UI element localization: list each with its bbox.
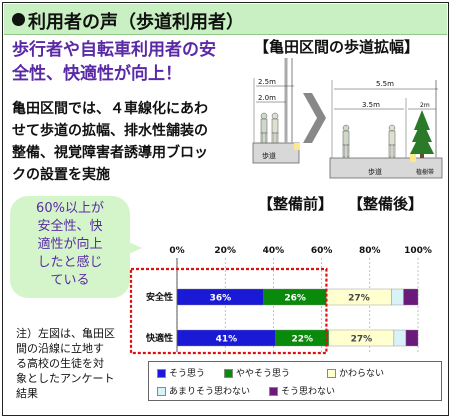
after-road-label: 歩道 [368, 167, 382, 176]
legend-item: ややそう思う [224, 366, 290, 379]
note-line4: 象としたアンケート [16, 372, 115, 385]
before-sidewalk-block [252, 142, 300, 164]
data-label: 26% [284, 294, 306, 304]
x-tick-label: 80% [359, 246, 381, 256]
before-label: 【整備前】 [258, 195, 334, 213]
after-planting-label: 植樹帯 [416, 168, 434, 176]
after-width-planting: 2m [420, 102, 430, 109]
before-curb-marker [294, 143, 300, 150]
legend-item: あまりそう思わない [157, 384, 250, 397]
legend-label: ややそう思う [236, 369, 291, 379]
legend-label: そう思わない [281, 387, 336, 397]
callout-tail [120, 238, 142, 258]
after-curb-marker [410, 154, 416, 162]
callout-line3: 適性が向上 [37, 237, 103, 252]
bar-segment [391, 288, 404, 306]
header-bar: 利用者の声（歩道利用者） [4, 4, 447, 35]
footnote: 注）左図は、亀田区 間の沿線に立地す る高校の生徒を対 象としたアンケート 結果 [16, 326, 142, 401]
callout-line1: 60%以上が [36, 201, 104, 216]
headline: 歩行者や自転車利用者の安 全性、快適性が向上！ [12, 38, 262, 86]
callout-line2: 安全性、快 [37, 219, 103, 234]
callout-line4: したと感じ [37, 255, 103, 270]
sidewalk-diagram: 歩道 2.5m 2.0m 歩道 植樹帯 5. [252, 58, 443, 179]
after-width-total: 5.5m [376, 80, 394, 88]
arrow-icon [303, 93, 326, 143]
diagram-title: 【亀田区間の歩道拡幅】 [254, 38, 420, 56]
data-label: 41% [216, 335, 238, 345]
pedestrian-figure [260, 112, 268, 144]
x-tick-label: 100% [404, 246, 432, 256]
body-line4: クの設置を実施 [12, 167, 110, 183]
after-sidewalk-block [329, 157, 443, 179]
data-label: 36% [210, 294, 232, 304]
legend-swatch [327, 369, 336, 378]
legend-item: そう思わない [269, 384, 335, 397]
before-width-inner: 2.0m [258, 94, 276, 102]
headline-line1: 歩行者や自転車利用者の安 [12, 40, 216, 60]
legend-label: そう思う [169, 369, 206, 379]
body-text: 亀田区間では、４車線化にあわ せて歩道の拡幅、排水性舗装の 整備、視覚障害者誘導… [12, 98, 252, 186]
callout-line5: ている [50, 273, 90, 288]
legend-label: あまりそう思わない [169, 387, 251, 397]
legend-swatch [269, 387, 278, 396]
bar-segment [405, 329, 419, 347]
tree-icon [410, 110, 434, 158]
data-label: 27% [348, 294, 370, 304]
x-tick-label: 60% [311, 246, 333, 256]
x-tick-label: 0% [169, 246, 184, 256]
note-line2: 間の沿線に立地す [16, 342, 104, 355]
body-line3: 整備、視覚障害者誘導用ブロッ [12, 145, 208, 161]
pedestrian-figure [388, 124, 396, 158]
body-line1: 亀田区間では、４車線化にあわ [12, 101, 208, 117]
bar-segment [393, 329, 407, 347]
x-tick-label: 40% [263, 246, 285, 256]
legend-swatch [157, 369, 166, 378]
category-label: 快適性 [146, 332, 173, 344]
survey-bar-chart: 0% 20% 40% 60% 80% 100% 安全性 36% 26% 27% 快適性 41% 22% 2… [129, 246, 432, 355]
pedestrian-figure [342, 124, 350, 158]
data-label: 27% [351, 335, 373, 345]
legend-swatch [224, 369, 233, 378]
note-line3: る高校の生徒を対 [16, 357, 104, 370]
before-width-total: 2.5m [258, 78, 276, 86]
highlight-box [129, 267, 328, 355]
legend-item: そう思う [157, 366, 205, 379]
pedestrian-figure [271, 112, 279, 144]
callout-bubble [10, 196, 130, 298]
headline-line2: 全性、快適性が向上！ [12, 64, 182, 84]
before-road-label: 歩道 [262, 151, 276, 160]
data-label: 22% [292, 335, 314, 345]
bar-segment [403, 288, 419, 306]
legend-label: かわらない [339, 369, 385, 379]
category-label: 安全性 [146, 291, 173, 303]
x-tick-label: 20% [214, 246, 236, 256]
after-label: 【整備後】 [348, 195, 424, 213]
after-width-inner: 3.5m [362, 101, 380, 109]
legend-swatch [157, 387, 166, 396]
note-line1: 注）左図は、亀田区 [16, 327, 115, 340]
body-line2: せて歩道の拡幅、排水性舗装の [12, 123, 208, 139]
callout-text: 60%以上が 安全性、快 適性が向上 したと感じ ている [14, 200, 126, 290]
note-line5: 結果 [16, 387, 38, 400]
legend-item: かわらない [327, 366, 384, 379]
chart-legend: そう思う ややそう思う かわらないあまりそう思わない そう思わない [148, 361, 442, 401]
bullet-icon [12, 13, 25, 26]
header-title: 利用者の声（歩道利用者） [28, 12, 244, 33]
